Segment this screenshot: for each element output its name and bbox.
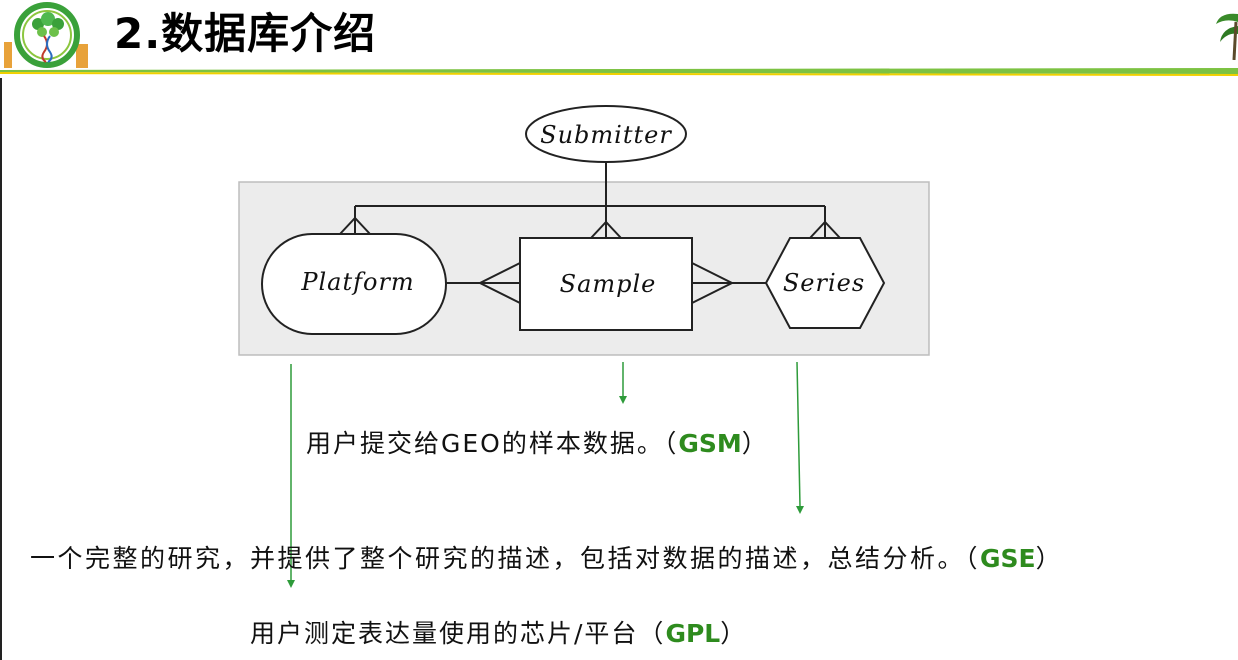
sample-label: Sample — [560, 270, 657, 298]
caption-gpl: 用户测定表达量使用的芯片/平台（GPL） — [250, 614, 747, 650]
gse-code: GSE — [980, 544, 1036, 573]
arrow-to-gsm — [619, 362, 627, 404]
caption-gsm-close: ） — [741, 429, 769, 458]
series-node: Series — [764, 237, 886, 329]
caption-gse: 一个完整的研究，并提供了整个研究的描述，包括对数据的描述，总结分析。（GSE） — [30, 539, 1063, 575]
caption-gpl-text: 用户测定表达量使用的芯片/平台（ — [250, 619, 666, 648]
platform-label: Platform — [300, 268, 414, 296]
caption-gse-close: ） — [1035, 544, 1064, 573]
submitter-node: Submitter — [525, 105, 687, 163]
gpl-code: GPL — [665, 619, 721, 648]
caption-gse-text: 一个完整的研究，并提供了整个研究的描述，包括对数据的描述，总结分析。（ — [30, 544, 981, 573]
submitter-label: Submitter — [540, 121, 672, 149]
tree-dna-logo — [4, 2, 88, 68]
series-label: Series — [783, 269, 865, 297]
platform-node: Platform — [261, 233, 447, 335]
palm-leaf-icon — [1216, 13, 1238, 60]
connector-lines — [339, 162, 841, 304]
arrow-to-gse — [796, 361, 804, 514]
caption-gsm: 用户提交给GEO的样本数据。（GSM） — [306, 424, 769, 460]
left-border — [0, 78, 2, 660]
header-divider — [0, 68, 1238, 76]
slide-title: 2.数据库介绍 — [114, 9, 377, 58]
caption-gpl-close: ） — [720, 619, 748, 648]
geo-entity-diagram: Submitter Platform Sample Series — [238, 105, 930, 356]
gsm-code: GSM — [678, 429, 742, 458]
sample-node: Sample — [519, 237, 693, 331]
slide-header: 2.数据库介绍 — [0, 0, 1238, 80]
caption-gsm-text: 用户提交给GEO的样本数据。（ — [306, 429, 679, 458]
